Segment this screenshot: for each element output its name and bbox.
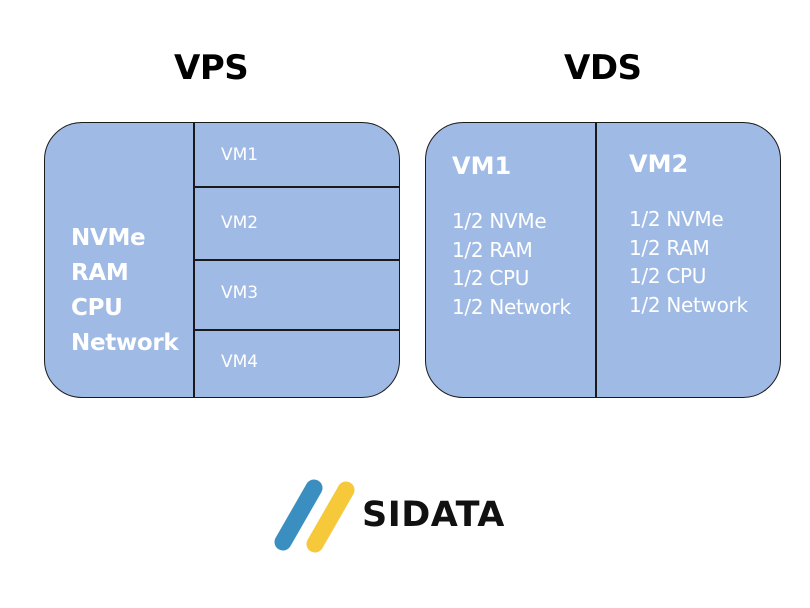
sidata-logo-mark-icon [274, 479, 355, 553]
sidata-logo-text: SIDATA [362, 495, 505, 535]
vds-vertical-divider [595, 123, 597, 397]
vps-row-divider [193, 186, 399, 188]
vds-vm2-resources: 1/2 NVMe 1/2 RAM 1/2 CPU 1/2 Network [629, 205, 748, 319]
vps-vm3-label: VM3 [221, 283, 259, 303]
logo-blue-stroke [274, 479, 323, 551]
vds-vm2-title: VM2 [629, 150, 689, 178]
vps-resource-ram: RAM [71, 260, 129, 286]
vps-title: VPS [174, 48, 249, 88]
vds-diagram-box: VM1 1/2 NVMe 1/2 RAM 1/2 CPU 1/2 Network… [425, 122, 781, 398]
vps-diagram-box: NVMe RAM CPU Network VM1 VM2 VM3 VM4 [44, 122, 400, 398]
sidata-logo: SIDATA [270, 478, 510, 554]
vds-vm1-title: VM1 [452, 152, 512, 180]
vps-shared-resources: NVMe RAM CPU Network [71, 221, 179, 361]
vds-vm2-resource: 1/2 Network [629, 292, 748, 317]
vds-vm2-resource: 1/2 RAM [629, 235, 710, 260]
vds-vm2-resource: 1/2 CPU [629, 264, 707, 288]
vps-resource-nvme: NVMe [71, 225, 146, 251]
vds-vm1-resource: 1/2 CPU [452, 266, 530, 290]
vds-vm1-resource: 1/2 NVMe [452, 209, 547, 233]
vps-vm1-label: VM1 [221, 145, 259, 165]
vps-row-divider [193, 259, 399, 261]
vds-title: VDS [564, 48, 642, 88]
logo-yellow-stroke [306, 481, 355, 553]
vps-row-divider [193, 329, 399, 331]
vds-vm1-column: VM1 1/2 NVMe 1/2 RAM 1/2 CPU 1/2 Network [452, 151, 571, 321]
vps-resource-network: Network [71, 330, 179, 356]
vds-vm1-resource: 1/2 RAM [452, 237, 533, 262]
vps-vm2-label: VM2 [221, 213, 259, 233]
vps-resource-cpu: CPU [71, 295, 123, 321]
vds-vm2-column: VM2 1/2 NVMe 1/2 RAM 1/2 CPU 1/2 Network [629, 149, 748, 319]
vds-vm1-resource: 1/2 Network [452, 294, 571, 319]
vps-vm4-label: VM4 [221, 352, 259, 372]
vds-vm2-resource: 1/2 NVMe [629, 207, 724, 231]
vds-vm1-resources: 1/2 NVMe 1/2 RAM 1/2 CPU 1/2 Network [452, 207, 571, 321]
